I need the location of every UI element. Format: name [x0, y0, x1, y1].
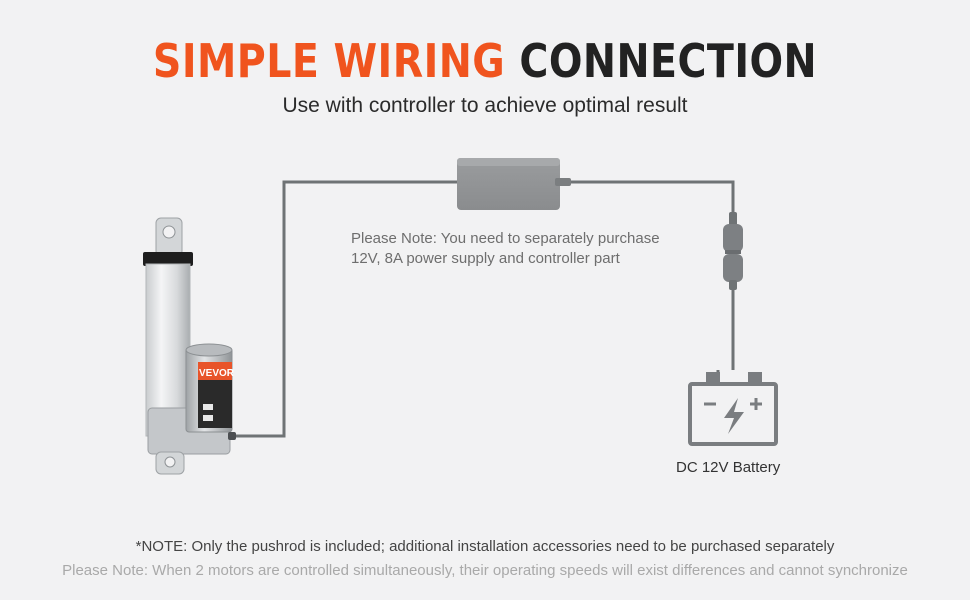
battery-icon: [688, 372, 778, 446]
purchase-note: Please Note: You need to separately purc…: [351, 229, 660, 269]
lightning-bolt-icon: [724, 398, 744, 434]
title-highlight: SIMPLE WIRING: [152, 34, 506, 88]
page-subtitle: Use with controller to achieve optimal r…: [282, 94, 688, 117]
page-title: SIMPLE WIRING CONNECTION: [68, 34, 902, 88]
purchase-note-line2: 12V, 8A power supply and controller part: [351, 250, 620, 267]
purchase-note-line1: Please Note: You need to separately purc…: [351, 230, 660, 247]
fuse-holder-icon: [723, 212, 743, 290]
title-rest: CONNECTION: [519, 34, 818, 88]
footer-warning: Please Note: When 2 motors are controlle…: [62, 562, 908, 579]
actuator-brand: VEVOR: [199, 368, 235, 379]
footer-note: *NOTE: Only the pushrod is included; add…: [135, 538, 835, 555]
wire-path: [232, 180, 735, 438]
battery-label: DC 12V Battery: [676, 459, 781, 476]
linear-actuator-icon: VEVOR: [143, 217, 236, 475]
controller-box-icon: [457, 158, 571, 210]
